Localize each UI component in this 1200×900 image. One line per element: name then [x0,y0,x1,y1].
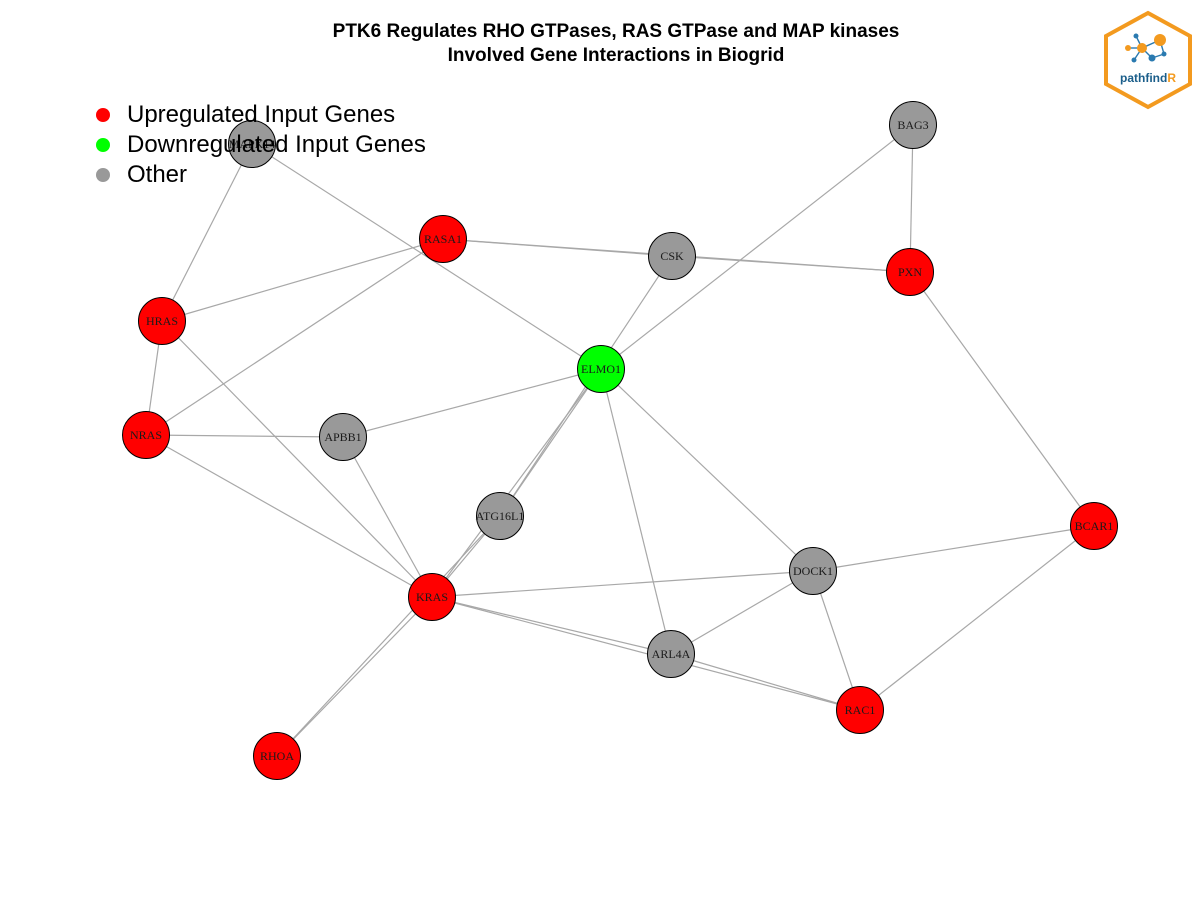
node-circle-bag3 [889,101,937,149]
node-circle-mapk14 [228,120,276,168]
edge-elmo1-kras [431,368,602,598]
edge-elmo1-atg16l1 [499,368,602,517]
node-arl4a: ARL4A [647,630,695,678]
edge-mapk14-elmo1 [251,143,602,370]
edge-hras-kras [161,320,433,598]
node-circle-nras [122,411,170,459]
edge-bag3-elmo1 [600,124,914,370]
edge-atg16l1-rhoa [276,515,501,757]
pathfindr-logo: pathfindR [1104,10,1192,110]
node-circle-pxn [886,248,934,296]
node-label-rasa1: RASA1 [424,232,462,246]
edge-dock1-bcar1 [812,525,1095,572]
edge-apbb1-elmo1 [342,368,602,438]
edge-dock1-rac1 [812,570,861,711]
edge-kras-rac1 [431,596,861,711]
node-csk: CSK [648,232,696,280]
node-circle-apbb1 [319,413,367,461]
legend-item-upregulated: Upregulated Input Genes [96,100,426,130]
legend-item-other: Other [96,160,426,190]
edge-csk-pxn [671,255,911,273]
node-apbb1: APBB1 [319,413,367,461]
edge-arl4a-rac1 [670,653,861,711]
edge-pxn-bcar1 [909,271,1095,527]
node-elmo1: ELMO1 [577,345,625,393]
logo-network-icon [1125,33,1167,63]
node-circle-hras [138,297,186,345]
logo-hexagon [1104,10,1192,110]
node-circle-dock1 [789,547,837,595]
node-label-bag3: BAG3 [897,118,928,132]
node-circle-csk [648,232,696,280]
node-mapk14: MAPK14 [228,120,276,168]
node-circle-atg16l1 [476,492,524,540]
node-circle-rac1 [836,686,884,734]
node-label-bcar1: BCAR1 [1075,519,1114,533]
node-label-pxn: PXN [898,265,922,279]
node-hras: HRAS [138,297,186,345]
node-kras: KRAS [408,573,456,621]
node-circle-rhoa [253,732,301,780]
logo-text-accent: R [1167,71,1176,85]
edge-dock1-arl4a [670,570,814,655]
legend-item-downregulated: Downregulated Input Genes [96,130,426,160]
node-label-dock1: DOCK1 [793,564,833,578]
legend: Upregulated Input Genes Downregulated In… [96,100,426,190]
node-circle-kras [408,573,456,621]
legend-label-upregulated: Upregulated Input Genes [127,101,396,128]
node-label-csk: CSK [660,249,684,263]
node-nras: NRAS [122,411,170,459]
node-bcar1: BCAR1 [1070,502,1118,550]
edge-elmo1-arl4a [600,368,672,655]
node-label-mapk14: MAPK14 [229,137,276,151]
node-circle-rasa1 [419,215,467,263]
node-label-atg16l1: ATG16L1 [476,509,525,523]
node-rasa1: RASA1 [419,215,467,263]
node-label-kras: KRAS [416,590,448,604]
node-atg16l1: ATG16L1 [476,492,525,540]
edge-kras-rhoa [276,596,433,757]
node-circle-elmo1 [577,345,625,393]
legend-label-downregulated: Downregulated Input Genes [127,131,426,158]
edge-nras-apbb1 [145,434,344,438]
edge-nras-kras [145,434,433,598]
edge-rasa1-hras [161,238,444,322]
title-line-2: Involved Gene Interactions in Biogrid [447,45,785,66]
edge-mapk14-hras [161,143,253,322]
node-circle-arl4a [647,630,695,678]
legend-dot-downregulated [96,138,110,152]
legend-dot-upregulated [96,108,110,122]
legend-dot-other [96,168,110,182]
node-label-nras: NRAS [130,428,162,442]
node-dock1: DOCK1 [789,547,837,595]
title-line-1: PTK6 Regulates RHO GTPases, RAS GTPase a… [332,21,900,42]
chart-title: PTK6 Regulates RHO GTPases, RAS GTPase a… [0,20,1200,68]
node-label-hras: HRAS [146,314,178,328]
node-label-rhoa: RHOA [260,749,294,763]
edge-kras-arl4a [431,596,672,655]
legend-label-other: Other [127,161,188,188]
edge-kras-dock1 [431,570,814,598]
node-label-arl4a: ARL4A [652,647,691,661]
edge-apbb1-kras [342,436,433,598]
svg-text:pathfindR: pathfindR [1120,71,1176,85]
edge-bcar1-rac1 [859,525,1095,711]
node-label-elmo1: ELMO1 [581,362,621,376]
node-label-rac1: RAC1 [845,703,876,717]
node-circle-bcar1 [1070,502,1118,550]
node-rac1: RAC1 [836,686,884,734]
edge-bag3-pxn [909,124,914,273]
edges-layer [145,124,1095,757]
node-label-apbb1: APBB1 [324,430,361,444]
edge-elmo1-dock1 [600,368,814,572]
node-pxn: PXN [886,248,934,296]
node-bag3: BAG3 [889,101,937,149]
edge-rasa1-nras [145,238,444,436]
logo-text-main: pathfind [1120,71,1167,85]
node-rhoa: RHOA [253,732,301,780]
